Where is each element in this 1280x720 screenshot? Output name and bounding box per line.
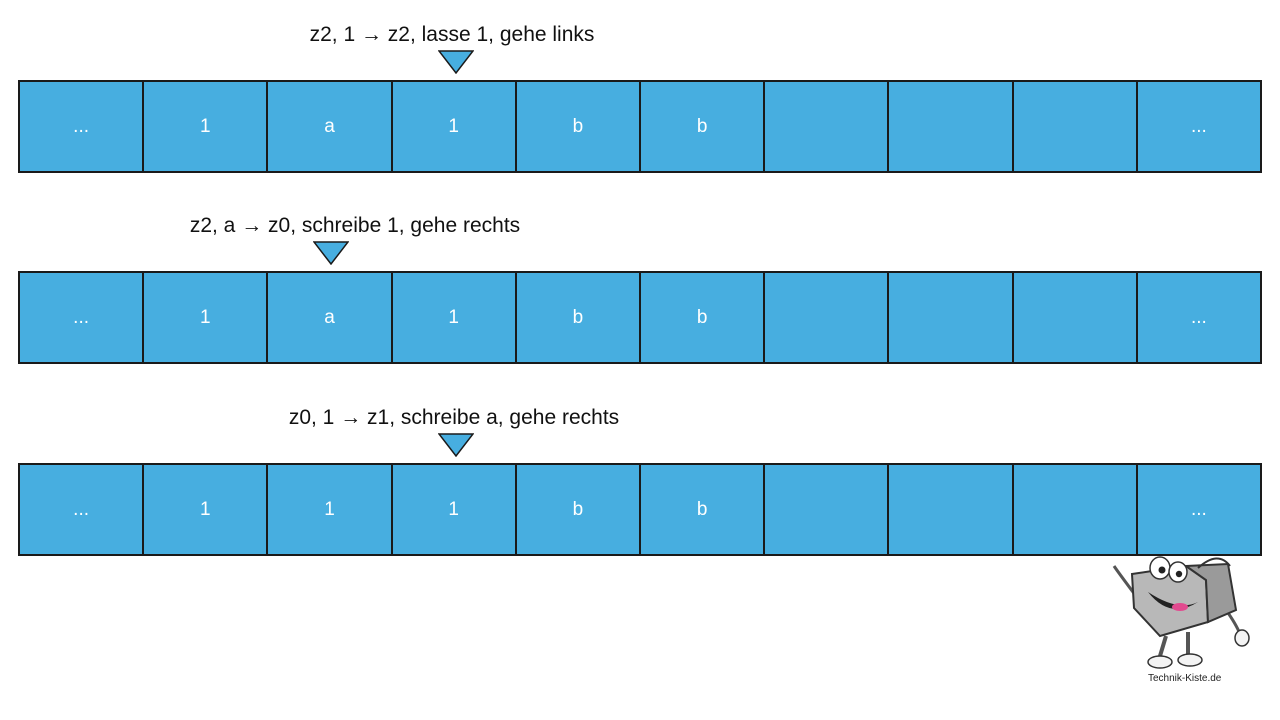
- tape-cell: 1: [144, 273, 269, 362]
- head-marker-icon: [438, 433, 474, 457]
- tape-cell: a: [268, 273, 393, 362]
- tape-cell: 1: [393, 465, 517, 554]
- tape-cell: [765, 465, 890, 554]
- tape-cell: b: [517, 273, 642, 362]
- tape-cell: [1014, 273, 1138, 362]
- tape-cell: [1014, 82, 1138, 171]
- tape-cell: [1014, 465, 1138, 554]
- tape-cell: ...: [20, 82, 145, 171]
- tape-cell: 1: [144, 82, 269, 171]
- head-marker-icon: [313, 241, 349, 265]
- tape-cell: ...: [1191, 498, 1207, 520]
- tape-cell: [765, 273, 890, 362]
- transition-label: z2, a → z0, schreibe 1, gehe rechts: [189, 214, 521, 237]
- tape-cell: b: [641, 273, 766, 362]
- tape-cell: ...: [1191, 115, 1207, 137]
- head-marker-icon: [438, 50, 474, 74]
- tape-cell: ...: [20, 273, 145, 362]
- tape-cell: [889, 465, 1014, 554]
- tape-cell: [889, 82, 1014, 171]
- tape-cell: b: [641, 465, 766, 554]
- tape-cell: 1: [144, 465, 269, 554]
- tape: ... 1 a 1 b b ...: [18, 271, 1262, 364]
- transition-label: z2, 1 → z2, lasse 1, gehe links: [309, 23, 595, 46]
- brand-text: Technik-Kiste.de: [1148, 673, 1222, 684]
- tape-cell: a: [268, 82, 393, 171]
- tape-cell: 1: [393, 82, 517, 171]
- tape-cell: b: [517, 465, 642, 554]
- transition-label: z0, 1 → z1, schreibe a, gehe rechts: [288, 406, 620, 429]
- tape-cell: [765, 82, 890, 171]
- tape-cell: ...: [20, 465, 145, 554]
- tape-cell: b: [641, 82, 766, 171]
- tape: ... 1 1 1 b b ...: [18, 463, 1262, 556]
- tape-cell: 1: [393, 273, 517, 362]
- tape-cell: b: [517, 82, 642, 171]
- tape-cell: ...: [1191, 306, 1207, 328]
- tape: ... 1 a 1 b b ...: [18, 80, 1262, 173]
- toolbox-mascot-icon: [1108, 552, 1258, 692]
- tape-cell: 1: [268, 465, 393, 554]
- tape-cell: [889, 273, 1014, 362]
